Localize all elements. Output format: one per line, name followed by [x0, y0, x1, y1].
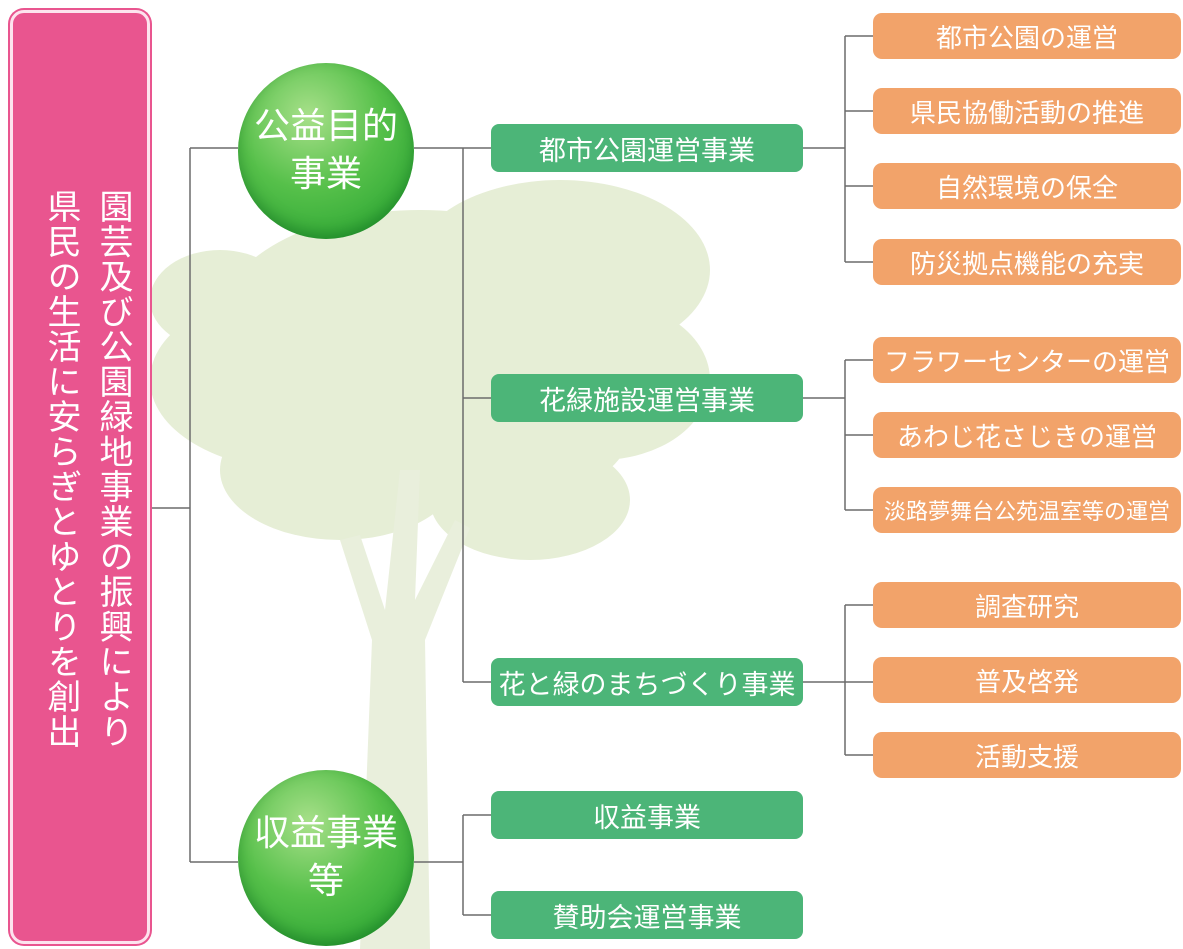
- business-facility-operation: 花緑施設運営事業: [491, 374, 803, 422]
- mission-line-2: 県民の生活に安らぎとゆとりを創出: [41, 189, 81, 749]
- activity-facility-3: 淡路夢舞台公苑温室等の運営: [873, 487, 1181, 533]
- business-town-development: 花と緑のまちづくり事業: [491, 658, 803, 706]
- activity-park-1: 都市公園の運営: [873, 13, 1181, 59]
- category-public-benefit-line-2: 事業: [289, 154, 362, 195]
- mission-statement-box: 園芸及び公園緑地事業の振興により 県民の生活に安らぎとゆとりを創出: [10, 10, 150, 944]
- activity-town-1: 調査研究: [873, 582, 1181, 628]
- activity-facility-1: フラワーセンターの運営: [873, 337, 1181, 383]
- business-supporters: 賛助会運営事業: [491, 891, 803, 939]
- activity-park-3: 自然環境の保全: [873, 163, 1181, 209]
- business-park-operation: 都市公園運営事業: [491, 124, 803, 172]
- business-profit: 収益事業: [491, 791, 803, 839]
- category-public-benefit: 公益目的 事業: [238, 63, 414, 239]
- category-profit-line-1: 収益事業: [253, 813, 398, 854]
- activity-town-2: 普及啓発: [873, 657, 1181, 703]
- activity-town-3: 活動支援: [873, 732, 1181, 778]
- category-public-benefit-line-1: 公益目的: [253, 106, 398, 147]
- category-profit: 収益事業 等: [238, 770, 414, 946]
- activity-park-4: 防災拠点機能の充実: [873, 239, 1181, 285]
- category-profit-line-2: 等: [307, 861, 344, 902]
- mission-line-1: 園芸及び公園緑地事業の振興により: [93, 189, 133, 749]
- activity-facility-2: あわじ花さじきの運営: [873, 412, 1181, 458]
- activity-park-2: 県民協働活動の推進: [873, 88, 1181, 134]
